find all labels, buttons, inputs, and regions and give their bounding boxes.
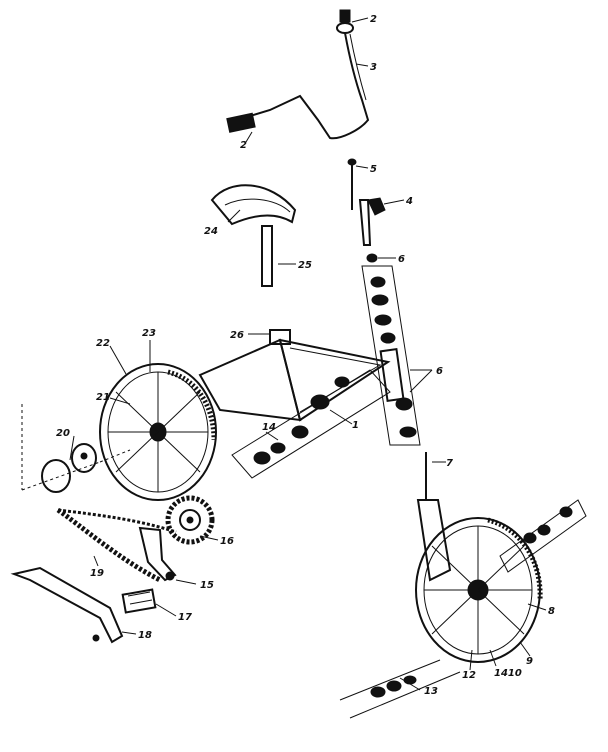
label-21: 21 bbox=[96, 392, 110, 403]
front-fork bbox=[416, 452, 452, 582]
headset-parts-panel bbox=[361, 265, 421, 446]
stem-bolt bbox=[336, 9, 354, 34]
front-hub-panel bbox=[339, 659, 461, 719]
label-25: 25 bbox=[298, 260, 312, 271]
bottom-bracket-panel bbox=[231, 369, 391, 479]
guide-lines bbox=[21, 404, 131, 491]
chain-guard bbox=[10, 566, 124, 644]
label-24: 24 bbox=[204, 226, 218, 237]
label-10: 1410 bbox=[494, 668, 522, 679]
label-6-mid: 6 bbox=[436, 366, 443, 377]
rear-wheel bbox=[99, 363, 217, 501]
handlebar bbox=[226, 32, 370, 140]
label-8: 8 bbox=[548, 606, 555, 617]
label-15: 15 bbox=[200, 580, 214, 591]
label-6-top: 6 bbox=[398, 254, 405, 265]
label-2-top: 2 bbox=[370, 14, 377, 25]
label-7: 7 bbox=[446, 458, 453, 469]
crank-arm bbox=[138, 526, 177, 582]
leader-lines bbox=[69, 17, 547, 691]
chain bbox=[56, 507, 177, 583]
label-18: 18 bbox=[138, 630, 152, 641]
label-19: 19 bbox=[90, 568, 104, 579]
label-20: 20 bbox=[56, 428, 70, 439]
brake-parts bbox=[41, 443, 97, 493]
pedal bbox=[121, 588, 157, 614]
label-9: 9 bbox=[526, 656, 533, 667]
label-14: 14 bbox=[262, 422, 276, 433]
front-wheel bbox=[415, 517, 543, 663]
label-4: 4 bbox=[405, 196, 413, 207]
seat bbox=[210, 184, 297, 287]
label-5: 5 bbox=[370, 164, 377, 175]
label-1: 1 bbox=[352, 420, 359, 431]
label-12: 12 bbox=[462, 670, 476, 681]
label-16: 16 bbox=[220, 536, 234, 547]
chainring bbox=[165, 495, 215, 545]
label-13: 13 bbox=[424, 686, 438, 697]
label-26: 26 bbox=[230, 330, 244, 341]
axle-parts-panel bbox=[499, 499, 587, 573]
stem-assembly bbox=[347, 158, 386, 263]
label-3: 3 bbox=[370, 62, 377, 73]
label-2-grip: 2 bbox=[240, 140, 247, 151]
bicycle-frame bbox=[198, 329, 405, 422]
label-23: 23 bbox=[142, 328, 156, 339]
label-17: 17 bbox=[178, 612, 192, 623]
label-22: 22 bbox=[96, 338, 110, 349]
